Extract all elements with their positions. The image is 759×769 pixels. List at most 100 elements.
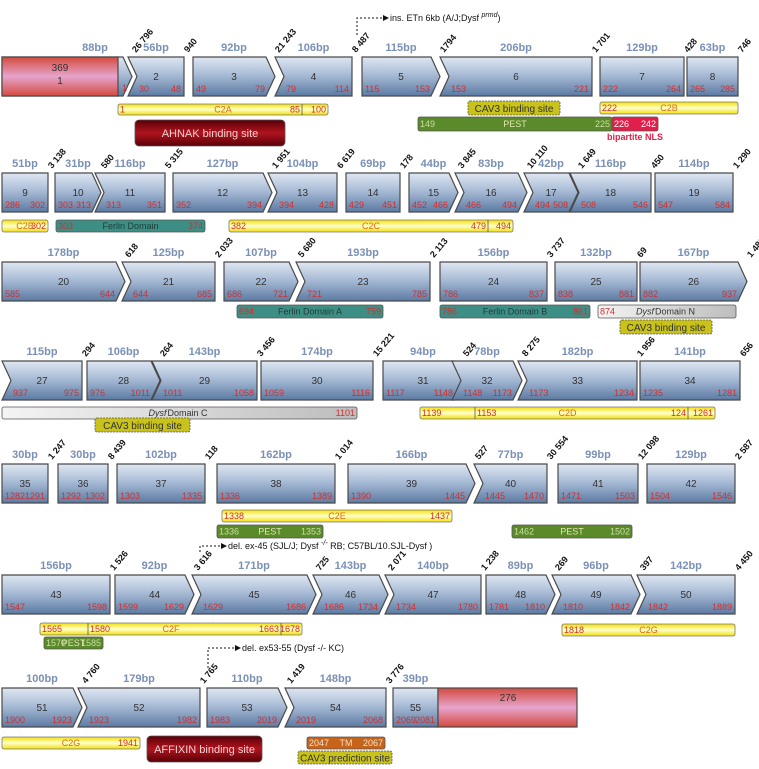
aa-start: 1303 bbox=[120, 491, 140, 501]
exon-number: 9 bbox=[22, 188, 28, 199]
utr5-length: 369 bbox=[52, 63, 69, 74]
aa-start: 265 bbox=[690, 84, 705, 94]
feature-end: 242 bbox=[641, 119, 656, 129]
annotation-text: ins. ETn 6kb (A/J;Dysf prmd) bbox=[390, 12, 500, 23]
feature-tm bbox=[306, 736, 386, 750]
exon-35 bbox=[1, 463, 49, 504]
aa-start: 1471 bbox=[561, 491, 581, 501]
feature-ext-end: 1261 bbox=[693, 408, 713, 418]
exon-34 bbox=[639, 360, 741, 401]
feature-end: 124 bbox=[671, 408, 686, 418]
feature-ext-end: 1678 bbox=[280, 624, 300, 634]
exon-number: 49 bbox=[590, 590, 602, 601]
feature-start: 303 bbox=[58, 221, 73, 231]
exon-16 bbox=[454, 172, 528, 213]
exon-52 bbox=[77, 687, 201, 728]
exon-number: 51 bbox=[36, 703, 48, 714]
exon-bp: 167bp bbox=[678, 247, 710, 259]
exon-bp: 127bp bbox=[207, 158, 239, 170]
exon-bp: 56bp bbox=[143, 42, 169, 54]
feature-start: 1570 bbox=[46, 638, 66, 648]
exon-51 bbox=[1, 687, 83, 728]
exon-40 bbox=[473, 463, 548, 504]
aa-end: 937 bbox=[722, 289, 737, 299]
aa-end: 1470 bbox=[524, 491, 544, 501]
aa-end: 79 bbox=[255, 84, 265, 94]
feature-label: C2C bbox=[362, 221, 381, 231]
exon-bp: 69bp bbox=[360, 158, 386, 170]
exon-23 bbox=[295, 261, 431, 302]
exon-number: 46 bbox=[345, 590, 357, 601]
exon-bp: 96bp bbox=[583, 560, 609, 572]
exon-bp: 171bp bbox=[238, 560, 270, 572]
exon-13 bbox=[267, 172, 338, 213]
exon-number: 15 bbox=[428, 188, 440, 199]
intron-size: 3 616 bbox=[192, 549, 214, 573]
exon-49 bbox=[551, 574, 641, 615]
intron-size: 178 bbox=[398, 152, 415, 170]
exon-bp: 129bp bbox=[626, 42, 658, 54]
exon-number: 13 bbox=[297, 188, 309, 199]
exon-number: 36 bbox=[77, 479, 89, 490]
feature-label: CAV3 binding site bbox=[475, 104, 554, 115]
intron-size: 4 450 bbox=[733, 549, 755, 573]
aa-start: 313 bbox=[106, 200, 121, 210]
exon-39 bbox=[347, 463, 476, 504]
exon-number: 8 bbox=[710, 72, 716, 83]
exon-bp: 143bp bbox=[335, 560, 367, 572]
exon-number: 39 bbox=[406, 479, 418, 490]
aa-end: 1173 bbox=[493, 388, 512, 398]
exon-number: 53 bbox=[241, 703, 253, 714]
exon-22 bbox=[223, 261, 299, 302]
aa-end: 881 bbox=[619, 289, 634, 299]
aa-start: 547 bbox=[658, 200, 673, 210]
feature-c2 bbox=[419, 406, 716, 420]
feature-label: TM bbox=[340, 738, 353, 748]
aa-end: 1281 bbox=[717, 388, 737, 398]
exon-number: 4 bbox=[311, 72, 317, 83]
exon-number: 48 bbox=[515, 590, 527, 601]
feature-start: 149 bbox=[420, 119, 435, 129]
feature-c2 bbox=[561, 623, 736, 637]
exon-bp: 116bp bbox=[114, 158, 145, 170]
aa-end: 466 bbox=[433, 200, 448, 210]
exon-bp: 106bp bbox=[108, 346, 140, 358]
feature-ahnak bbox=[134, 119, 286, 147]
aa-start: 1781 bbox=[489, 602, 509, 612]
exon-bp: 166bp bbox=[396, 449, 428, 461]
aa-start: 882 bbox=[643, 289, 658, 299]
feature-end: 2067 bbox=[363, 738, 383, 748]
exon-28 bbox=[86, 360, 161, 401]
aa-end: 1011 bbox=[131, 388, 150, 398]
exon-number: 38 bbox=[270, 479, 282, 490]
arrowhead-icon bbox=[235, 645, 241, 651]
exon-number: 25 bbox=[590, 277, 602, 288]
aa-start: 1504 bbox=[650, 491, 670, 501]
intron-size: 30 554 bbox=[545, 434, 570, 462]
aa-end: 1734 bbox=[358, 602, 378, 612]
exon-number: 17 bbox=[545, 188, 557, 199]
exon-bp: 140bp bbox=[417, 560, 449, 572]
utr3-length: 276 bbox=[500, 693, 517, 704]
exon-50 bbox=[636, 574, 736, 615]
exon-number: 7 bbox=[639, 72, 645, 83]
intron-size: 725 bbox=[314, 554, 331, 572]
intron-size: 269 bbox=[553, 554, 570, 572]
exon-number: 18 bbox=[605, 188, 617, 199]
exon-number: 37 bbox=[155, 479, 167, 490]
intron-size: 3 737 bbox=[545, 236, 567, 260]
feature-cav3 bbox=[619, 319, 713, 335]
feature-label: Domain N bbox=[655, 307, 695, 317]
exon-number: 16 bbox=[485, 188, 497, 199]
feature-pest bbox=[43, 636, 104, 650]
aa-start: 976 bbox=[90, 388, 105, 398]
exon-3 bbox=[192, 56, 276, 97]
aa-end: 644 bbox=[100, 289, 115, 299]
aa-start: 508 bbox=[581, 200, 596, 210]
aa-end: 1780 bbox=[458, 602, 478, 612]
exon-number: 44 bbox=[149, 590, 161, 601]
aa-start: 585 bbox=[5, 289, 20, 299]
exon-bp: 206bp bbox=[500, 42, 532, 54]
exon-bp: 156bp bbox=[478, 247, 510, 259]
